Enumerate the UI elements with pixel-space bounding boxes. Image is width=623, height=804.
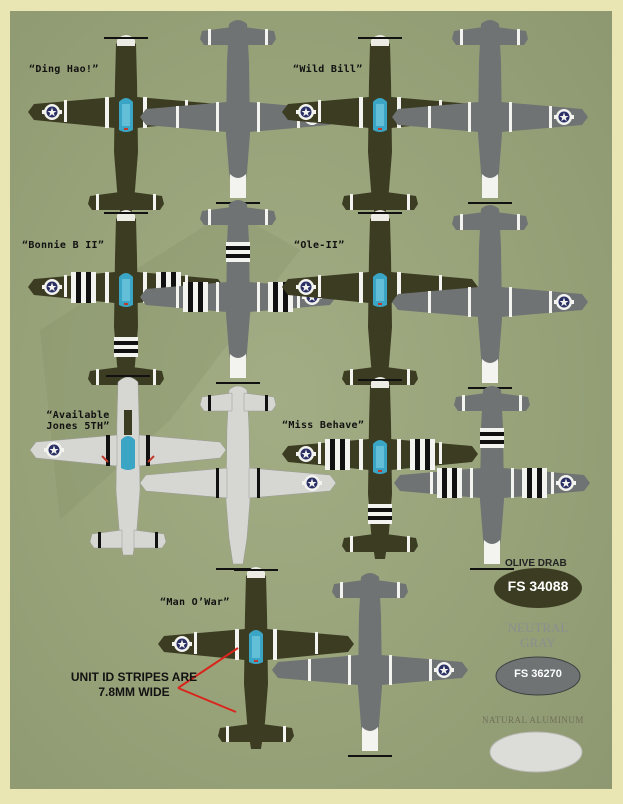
neutral-gray-label: NEUTRAL GRAY	[507, 620, 569, 650]
aircraft-label-ding-hao: “Ding Hao!”	[29, 64, 99, 75]
stripe-width-note: UNIT ID STRIPES ARE 7.8MM WIDE	[70, 670, 198, 699]
natural-metal-label: NATURAL ALUMINUM	[482, 715, 584, 725]
aircraft-label-wild-bill: “Wild Bill”	[293, 64, 363, 75]
aircraft-label-man-o-war: “Man O’War”	[160, 597, 230, 608]
neutral-gray-fs-code: FS 36270	[514, 668, 562, 680]
natural-metal-swatch	[489, 731, 583, 773]
aircraft-label-miss-behave: “Miss Behave”	[282, 420, 365, 431]
olive-drab-fs-code: FS 34088	[507, 578, 569, 594]
aircraft-label-ole-ii: “Ole-II”	[294, 240, 345, 251]
aircraft-label-available-jones: “Available Jones 5TH”	[46, 410, 110, 432]
pointer-line-lower	[177, 687, 237, 713]
pointer-line-upper	[177, 647, 239, 689]
aircraft-label-bonnie-b-ii: “Bonnie B II”	[22, 240, 105, 251]
neutral-gray-swatch	[495, 656, 581, 696]
olive-drab-swatch	[494, 568, 582, 608]
olive-drab-label: OLIVE DRAB	[505, 558, 567, 569]
